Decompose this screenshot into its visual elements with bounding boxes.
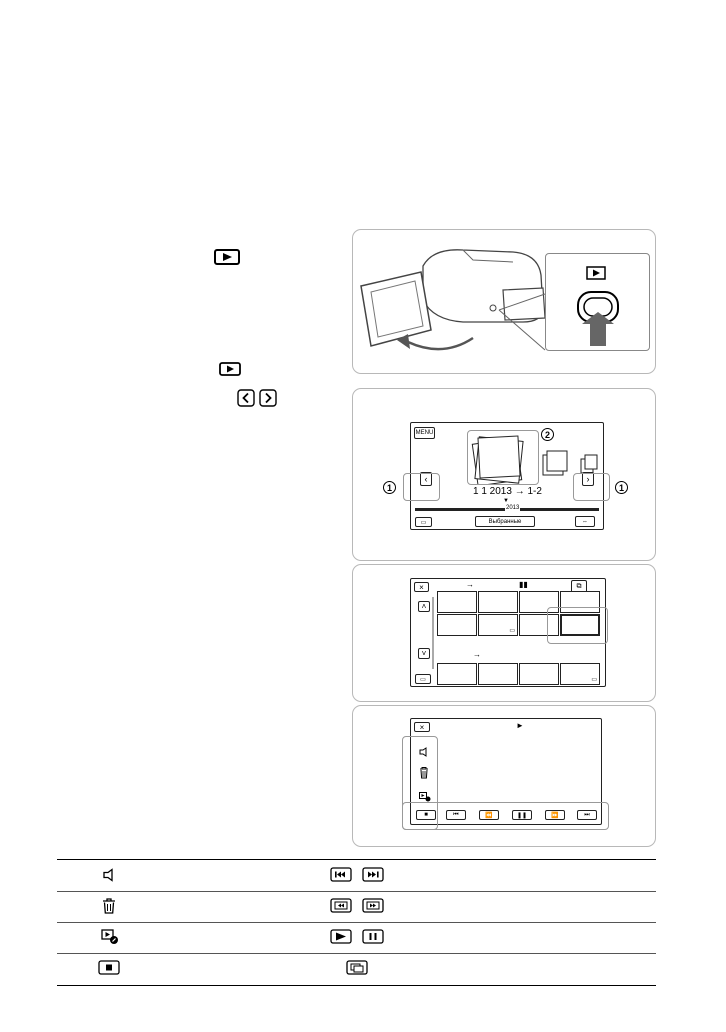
- highlight-movie-button[interactable]: ⇔: [575, 516, 595, 527]
- trash-icon[interactable]: [419, 766, 429, 784]
- table-top-rule: [57, 859, 656, 860]
- scroll-down-button[interactable]: ˅: [418, 648, 430, 659]
- thumbnail[interactable]: [437, 614, 477, 636]
- menu-button[interactable]: MENU: [414, 427, 435, 439]
- playback-screen: × ► ■ ⏮ ⏪ ❚❚ ⏩ ⏭: [410, 718, 602, 825]
- trash-icon: [102, 898, 116, 919]
- event-view-screen: MENU 1 1 2013 → 1-2 ▼ 2013 ‹ › ▭ Выбранн…: [410, 422, 604, 530]
- previous-event-button[interactable]: ‹: [420, 472, 432, 486]
- favorites-button[interactable]: Выбранные: [475, 516, 535, 527]
- event-view-button[interactable]: ▭: [415, 674, 431, 684]
- thumbnail[interactable]: [437, 663, 477, 685]
- next-event-button[interactable]: ›: [582, 472, 594, 486]
- rewind-icon: [330, 898, 352, 918]
- pause-icon: [362, 929, 384, 949]
- play-button-zoom-icon: [586, 266, 606, 280]
- callout-1-right: 1: [615, 481, 628, 494]
- volume-icon[interactable]: [419, 744, 429, 762]
- callout-2: 2: [541, 428, 554, 441]
- arrow-top: →: [466, 580, 474, 589]
- thumbnail[interactable]: [519, 663, 559, 685]
- zoom-callout-box: [545, 253, 650, 351]
- stop-button[interactable]: ■: [416, 810, 436, 820]
- switch-image-type-icon: [346, 960, 368, 980]
- timeline-year: 2013: [505, 505, 521, 511]
- event-index-panel: × → ▮▮ ⧉ ˄ ˅ ▭ → ▭ ▭: [352, 564, 656, 702]
- next-button-highlight: [573, 473, 610, 501]
- thumbnail[interactable]: ▭: [560, 663, 600, 685]
- event-index-screen: × → ▮▮ ⧉ ˄ ˅ ▭ → ▭ ▭: [410, 578, 606, 687]
- previous-arrow-icon: [237, 389, 255, 412]
- thumbnail[interactable]: [478, 663, 518, 685]
- next-track-icon: [362, 867, 384, 887]
- thumbnail[interactable]: [478, 591, 518, 613]
- playback-button-icon: [214, 249, 240, 270]
- timeline-marker: ▼: [503, 498, 509, 504]
- pause-button[interactable]: ❚❚: [512, 810, 532, 820]
- table-bottom-rule: [57, 985, 656, 986]
- event-date-range: 1 1 2013 → 1-2: [473, 486, 542, 497]
- camera-illustration-panel: [352, 229, 656, 374]
- stop-icon: [98, 960, 120, 980]
- rewind-button[interactable]: ⏪: [479, 810, 499, 820]
- scrollbar[interactable]: [432, 597, 434, 669]
- previous-track-icon: [330, 867, 352, 887]
- event-view-panel: MENU 1 1 2013 → 1-2 ▼ 2013 ‹ › ▭ Выбранн…: [352, 388, 656, 561]
- callout-1-left: 1: [383, 481, 396, 494]
- playback-settings-icon: [101, 929, 119, 950]
- favorites-label: Выбранные: [488, 518, 522, 525]
- thumbnail[interactable]: [437, 591, 477, 613]
- playback-settings-icon[interactable]: [419, 789, 431, 807]
- close-button[interactable]: ×: [414, 722, 430, 732]
- close-button[interactable]: ×: [414, 582, 429, 592]
- playback-panel: × ► ■ ⏮ ⏪ ❚❚ ⏩ ⏭: [352, 705, 656, 847]
- fast-forward-icon: [362, 898, 384, 918]
- previous-button[interactable]: ⏮: [446, 810, 466, 820]
- arrow-mid: →: [473, 650, 481, 659]
- thumbnail[interactable]: ▭: [478, 614, 518, 636]
- table-row-divider: [57, 891, 656, 892]
- thumbnail[interactable]: [519, 614, 559, 636]
- table-row-divider: [57, 953, 656, 954]
- table-row-divider: [57, 922, 656, 923]
- playback-button-icon-small: [219, 362, 241, 381]
- thumbnail-selected[interactable]: [560, 614, 600, 636]
- bottom-controls-highlight: [402, 802, 609, 830]
- camcorder-illustration: [360, 249, 546, 351]
- prev-button-highlight: [403, 473, 440, 501]
- next-arrow-icon: [259, 389, 277, 412]
- event-thumbnails: [471, 435, 598, 485]
- next-button[interactable]: ⏭: [577, 810, 597, 820]
- play-indicator-icon: ►: [516, 721, 524, 730]
- volume-icon: [102, 868, 116, 887]
- play-icon: [330, 929, 352, 949]
- selected-event-highlight: [467, 430, 539, 485]
- fast-forward-button[interactable]: ⏩: [545, 810, 565, 820]
- film-icon: ▮▮: [519, 580, 528, 589]
- selected-thumbnail-highlight: [547, 607, 608, 644]
- image-type-button[interactable]: ▭: [415, 517, 432, 527]
- scroll-up-button[interactable]: ˄: [418, 601, 430, 612]
- press-button-illustration: [577, 291, 619, 346]
